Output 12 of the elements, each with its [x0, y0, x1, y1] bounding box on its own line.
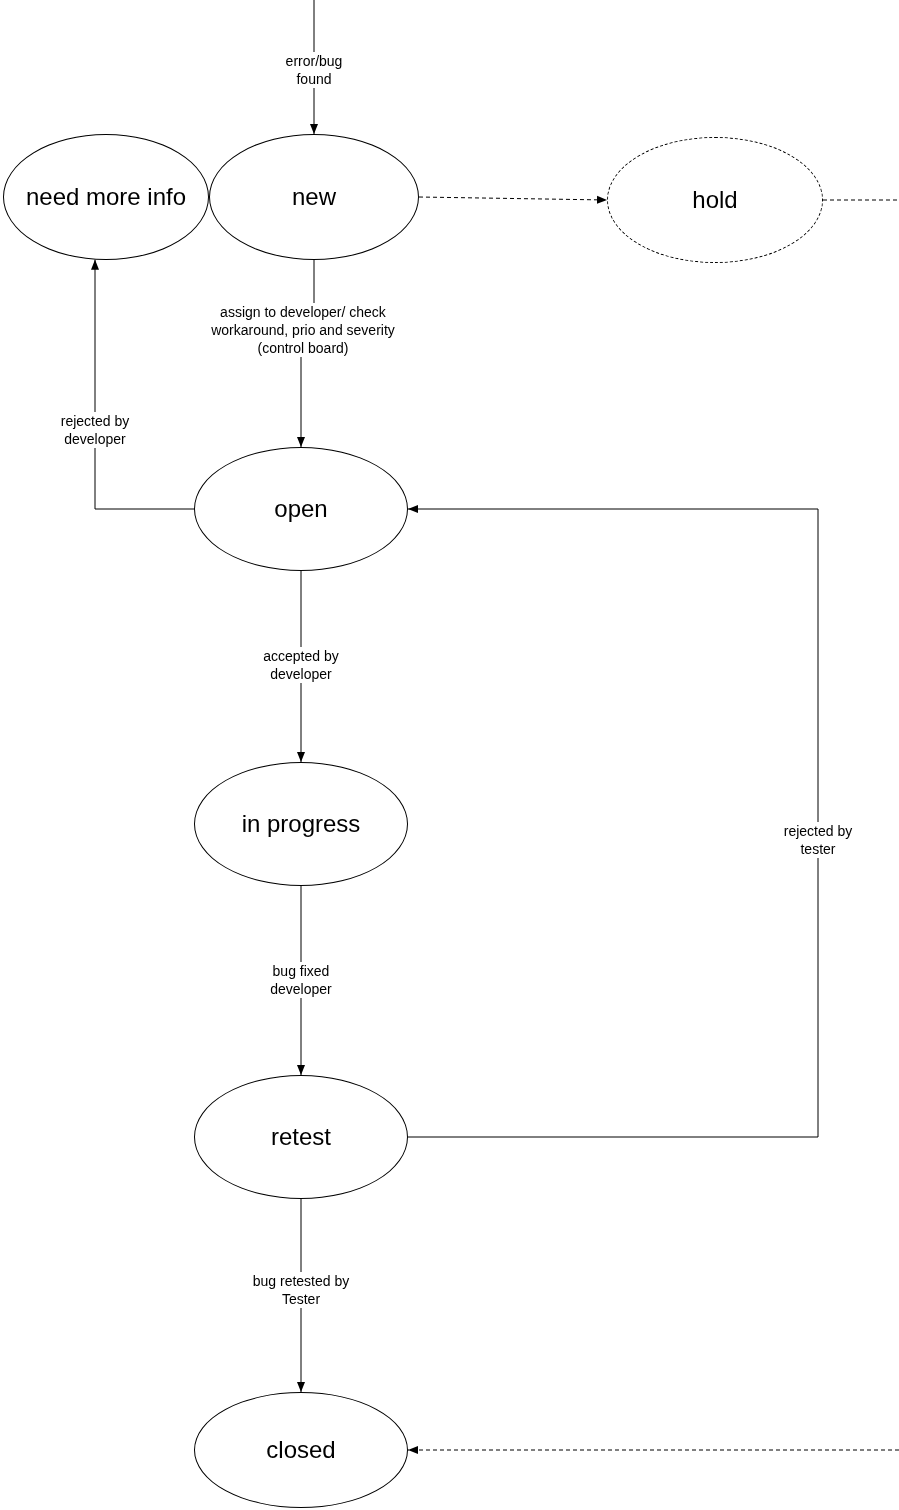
edge-label: assign to developer/ check workaround, prio and severity (control board) [208, 303, 398, 357]
state-name: hold [692, 185, 738, 215]
state-name: retest [271, 1122, 331, 1152]
state-name: new [292, 182, 336, 212]
state-name: in progress [241, 809, 361, 839]
state-name: open [274, 494, 328, 524]
arrow [91, 259, 195, 510]
arrow [407, 505, 819, 1138]
arrow [407, 1446, 899, 1454]
state-name: need more info [25, 182, 187, 212]
arrow [418, 195, 608, 204]
state-name: closed [266, 1435, 336, 1465]
